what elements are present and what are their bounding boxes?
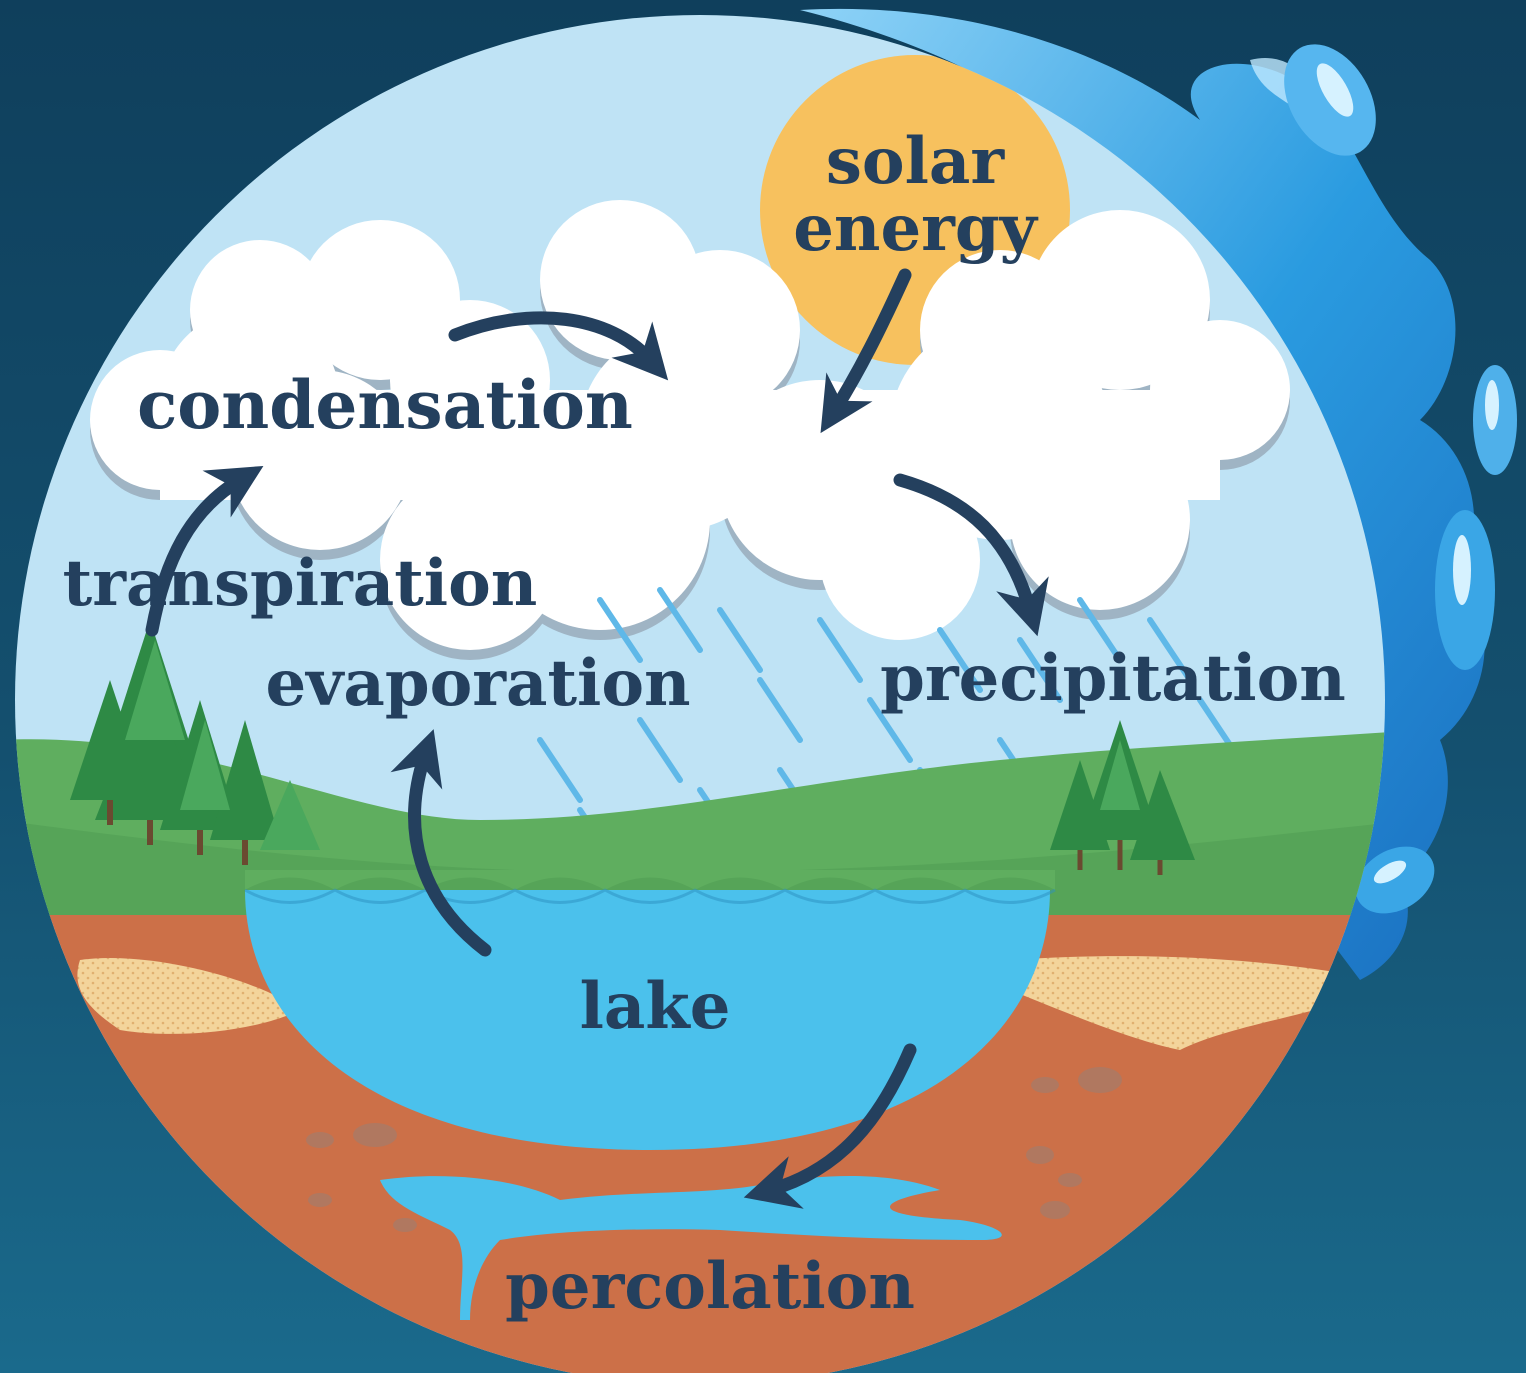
label-precipitation: precipitation [880,641,1346,716]
arrow-evaporation [390,729,492,957]
sand-layer-left [77,958,300,1034]
arrow-condensation-to-cloud [448,311,669,381]
lake-water [245,890,1050,1150]
trees-right [1050,720,1195,875]
arrow-precipitation [893,473,1049,637]
arrow-transpiration [145,465,264,637]
label-transpiration: transpiration [63,546,538,621]
label-lake: lake [580,969,731,1044]
groundwater [380,1175,1002,1320]
label-energy: energy [793,191,1038,266]
sand-layer-right [1010,956,1380,1050]
lake-waves [245,870,1055,890]
arrow-solar-energy [820,268,912,434]
clouds [90,200,1290,660]
label-condensation: condensation [137,366,633,444]
label-percolation: percolation [505,1249,915,1324]
label-solar: solar [826,124,1006,199]
label-evaporation: evaporation [265,646,690,721]
water-splash [800,8,1517,980]
trees-left [70,620,320,865]
cycle-arrows [145,268,1049,1209]
arrow-percolation [743,1043,917,1209]
